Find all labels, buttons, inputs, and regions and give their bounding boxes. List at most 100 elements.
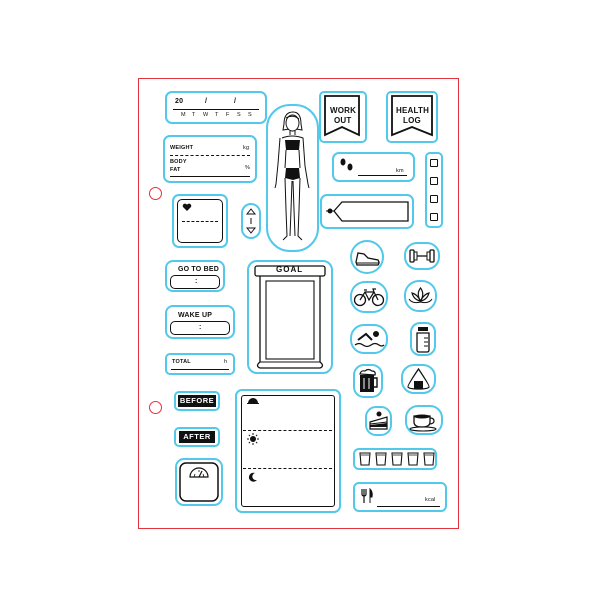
after-sticker[interactable]: AFTER	[174, 427, 220, 447]
wake-up-label: WAKE UP	[178, 312, 213, 319]
lotus-sticker[interactable]	[404, 280, 437, 312]
sunrise-icon	[247, 398, 259, 404]
beer-sticker[interactable]	[353, 364, 383, 398]
workout-banner-sticker[interactable]: WORK OUT	[319, 91, 367, 143]
before-sticker[interactable]: BEFORE	[174, 391, 220, 411]
tag-label-sticker[interactable]	[320, 194, 414, 229]
checkbox-3[interactable]	[430, 195, 438, 203]
day-schedule-sticker[interactable]	[235, 389, 341, 513]
footprint-distance-sticker[interactable]: km	[332, 152, 415, 182]
banner-outline-icon	[324, 95, 360, 137]
total-label: TOTAL	[172, 359, 191, 365]
calories-line	[377, 506, 440, 507]
go-to-bed-sticker[interactable]: GO TO BED :	[165, 260, 225, 292]
wake-up-colon: :	[199, 324, 202, 331]
wake-up-sticker[interactable]: WAKE UP :	[165, 305, 235, 339]
calories-unit: kcal	[425, 497, 436, 503]
total-sleep-sticker[interactable]: TOTAL h	[165, 353, 235, 375]
swimmer-sticker[interactable]	[350, 324, 388, 354]
date-sticker[interactable]: 20 / / M T W T F S S	[165, 91, 267, 124]
goal-title: GOAL	[276, 265, 304, 274]
go-to-bed-colon: :	[195, 278, 198, 285]
coffee-sticker[interactable]	[405, 405, 443, 435]
footprint-icon	[340, 158, 353, 171]
schedule-divider-2	[243, 468, 332, 469]
weekday-t2: T	[215, 112, 219, 118]
water-bottle-icon	[416, 327, 430, 353]
before-label: BEFORE	[178, 395, 216, 407]
weekday-s2: S	[248, 112, 252, 118]
scroll-icon	[254, 265, 326, 369]
weight-label: WEIGHT	[170, 145, 194, 151]
body-fat-unit: %	[245, 165, 251, 171]
schedule-frame	[241, 395, 335, 507]
weekday-s: S	[237, 112, 241, 118]
schedule-divider-1	[243, 430, 332, 431]
cake-sticker[interactable]	[365, 406, 392, 436]
distance-line	[358, 175, 407, 176]
weekday-t: T	[192, 112, 196, 118]
beer-icon	[359, 368, 378, 392]
total-line	[171, 369, 229, 370]
calories-sticker[interactable]: kcal	[353, 482, 447, 512]
sneaker-icon	[355, 252, 380, 266]
health-line-2: LOG	[403, 116, 421, 125]
date-separator-2: /	[234, 98, 237, 105]
punch-hole-top	[149, 187, 162, 200]
weight-line	[170, 155, 250, 156]
up-down-arrows-sticker[interactable]	[241, 203, 261, 239]
cake-icon	[369, 411, 388, 430]
scale-sticker[interactable]	[175, 458, 223, 506]
body-stats-sticker[interactable]: WEIGHT kg BODY FAT %	[163, 135, 257, 183]
tag-icon	[326, 201, 409, 222]
moon-icon	[248, 472, 257, 482]
fork-knife-icon	[361, 487, 373, 503]
arrows-icon	[245, 208, 257, 234]
punch-hole-bottom	[149, 401, 162, 414]
distance-unit: km	[396, 168, 404, 174]
heart-memo-sticker[interactable]	[172, 194, 228, 248]
checkbox-2[interactable]	[430, 177, 438, 185]
date-divider	[173, 109, 259, 110]
weight-unit: kg	[243, 145, 250, 151]
weekday-m: M	[181, 112, 186, 118]
body-fat-label-1: BODY	[170, 159, 187, 165]
workout-line-1: WORK	[330, 106, 357, 115]
workout-line-2: OUT	[334, 116, 352, 125]
heart-icon	[182, 203, 192, 211]
onigiri-sticker[interactable]	[401, 364, 436, 394]
dumbbell-sticker[interactable]	[404, 242, 440, 270]
go-to-bed-label: GO TO BED	[178, 266, 219, 273]
sneaker-sticker[interactable]	[350, 240, 384, 274]
health-log-banner-sticker[interactable]: HEALTH LOG	[386, 91, 438, 143]
body-fat-line	[170, 176, 250, 177]
go-to-bed-box	[170, 275, 220, 289]
banner-outline-icon	[391, 95, 433, 137]
heart-memo-line	[182, 221, 218, 222]
woman-figure-sticker[interactable]	[266, 104, 319, 252]
bicycle-sticker[interactable]	[350, 281, 388, 313]
sticker-sheet: 20 / / M T W T F S S WORK OUT HEALTH LOG…	[138, 78, 459, 529]
checkbox-1[interactable]	[430, 159, 438, 167]
scale-icon	[179, 462, 219, 502]
sun-icon	[247, 433, 259, 445]
water-cups-sticker[interactable]	[353, 448, 437, 470]
onigiri-icon	[407, 367, 430, 390]
dumbbell-icon	[409, 249, 435, 263]
body-fat-label-2: FAT	[170, 167, 181, 173]
heart-memo-frame	[177, 199, 223, 243]
bicycle-icon	[353, 288, 385, 307]
checkbox-4[interactable]	[430, 213, 438, 221]
health-line-1: HEALTH	[396, 106, 430, 115]
wake-up-box	[170, 321, 230, 335]
date-separator-1: /	[205, 98, 208, 105]
coffee-cup-icon	[409, 414, 437, 432]
goal-scroll-sticker[interactable]: GOAL	[247, 260, 333, 374]
checklist-sticker[interactable]	[425, 152, 443, 228]
woman-figure-icon	[274, 111, 310, 241]
cups-icon	[359, 452, 435, 466]
total-unit: h	[224, 359, 228, 365]
weekday-w: W	[203, 112, 209, 118]
water-bottle-sticker[interactable]	[410, 322, 436, 356]
after-label: AFTER	[179, 431, 215, 443]
